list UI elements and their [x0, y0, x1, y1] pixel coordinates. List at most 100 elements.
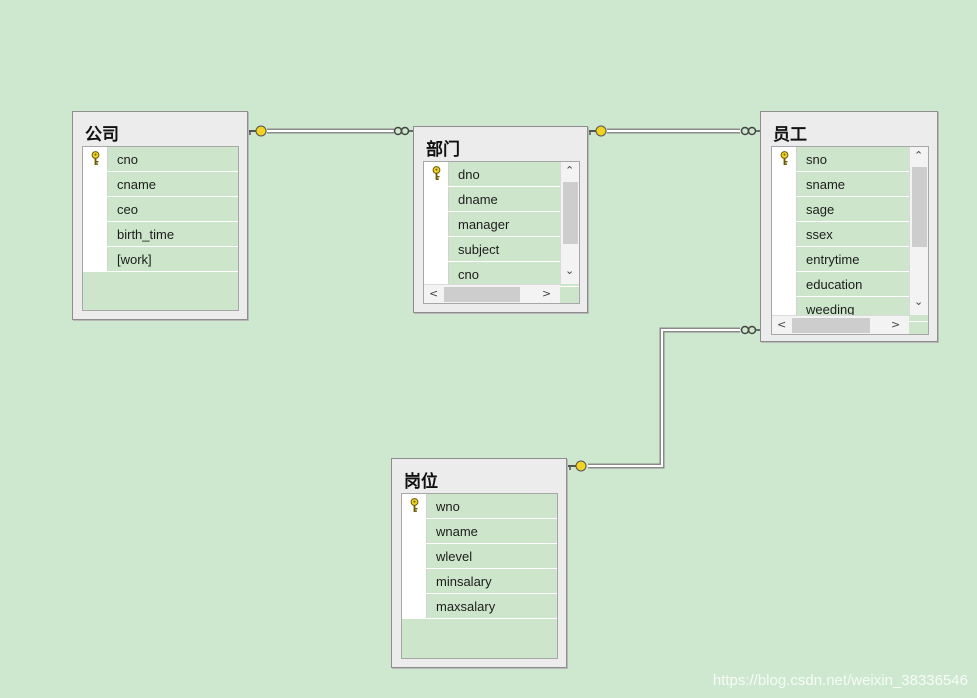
table-title: 岗位 [404, 472, 438, 492]
column-row[interactable]: subject [424, 237, 579, 262]
row-selector[interactable] [424, 162, 449, 186]
column-name: sage [806, 201, 835, 217]
scroll-left-arrow-icon[interactable]: < [777, 318, 787, 331]
relationship-position-employee[interactable] [567, 325, 760, 472]
column-name: manager [458, 216, 510, 232]
row-selector[interactable] [772, 247, 797, 271]
column-name: cno [458, 266, 479, 282]
column-row[interactable]: wname [402, 519, 557, 544]
row-selector[interactable] [83, 197, 108, 221]
row-selector[interactable] [402, 544, 427, 568]
column-row[interactable]: minsalary [402, 569, 557, 594]
column-row[interactable]: entrytime [772, 247, 928, 272]
infinity-end-icon [740, 325, 760, 335]
vertical-scrollbar[interactable]: ⌃ ⌄ [909, 147, 928, 315]
column-name: wno [436, 498, 460, 514]
row-selector[interactable] [83, 222, 108, 246]
row-selector[interactable] [402, 494, 427, 518]
column-row[interactable]: sname [772, 172, 928, 197]
horizontal-scrollbar[interactable]: < > [424, 284, 560, 303]
table-company[interactable]: 公司 cno cname ceo birth_time [work] [72, 111, 248, 320]
row-selector[interactable] [83, 147, 108, 171]
column-name: ssex [806, 226, 833, 242]
column-row[interactable]: sage [772, 197, 928, 222]
column-name: wname [436, 523, 478, 539]
table-department[interactable]: 部门 dno dname manager subject cno ⌃ ⌄ < > [413, 126, 588, 313]
table-title: 部门 [426, 140, 460, 160]
scroll-right-arrow-icon[interactable]: > [891, 318, 901, 331]
column-row[interactable]: dname [424, 187, 579, 212]
column-name: birth_time [117, 226, 175, 242]
row-selector[interactable] [83, 172, 108, 196]
column-name: cname [117, 176, 157, 192]
column-row[interactable]: birth_time [83, 222, 238, 247]
primary-key-icon [91, 151, 100, 165]
column-grid: dno dname manager subject cno ⌃ ⌄ < > [423, 161, 580, 304]
column-name: sname [806, 176, 846, 192]
row-selector[interactable] [772, 172, 797, 196]
column-row[interactable]: ssex [772, 222, 928, 247]
scroll-left-arrow-icon[interactable]: < [429, 287, 439, 300]
column-name: wlevel [436, 548, 473, 564]
scroll-right-arrow-icon[interactable]: > [542, 287, 552, 300]
column-row[interactable]: ceo [83, 197, 238, 222]
scroll-up-arrow-icon[interactable]: ⌃ [565, 164, 575, 177]
column-row[interactable]: maxsalary [402, 594, 557, 619]
column-name: weeding [806, 301, 855, 317]
scroll-up-arrow-icon[interactable]: ⌃ [914, 149, 924, 162]
key-end-icon [587, 125, 607, 137]
primary-key-icon [410, 498, 419, 512]
column-row[interactable]: [work] [83, 247, 238, 272]
column-name: ceo [117, 201, 138, 217]
column-row[interactable]: wno [402, 494, 557, 519]
column-row[interactable]: cname [83, 172, 238, 197]
column-row[interactable]: sno [772, 147, 928, 172]
row-selector[interactable] [772, 197, 797, 221]
horizontal-scrollbar[interactable]: < > [772, 315, 909, 334]
relationship-company-department[interactable] [247, 125, 413, 137]
row-selector[interactable] [424, 187, 449, 211]
row-selector[interactable] [772, 222, 797, 246]
infinity-end-icon [740, 126, 760, 136]
column-row[interactable]: wlevel [402, 544, 557, 569]
column-row[interactable]: manager [424, 212, 579, 237]
scroll-thumb[interactable] [792, 318, 870, 333]
scroll-down-arrow-icon[interactable]: ⌄ [565, 264, 575, 277]
column-name: education [806, 276, 863, 292]
scroll-down-arrow-icon[interactable]: ⌄ [914, 295, 924, 308]
row-selector[interactable] [772, 147, 797, 171]
column-name: entrytime [806, 251, 860, 267]
primary-key-icon [432, 166, 441, 180]
column-name: dname [458, 191, 498, 207]
row-selector[interactable] [424, 262, 449, 286]
column-name: maxsalary [436, 598, 496, 614]
column-row[interactable]: dno [424, 162, 579, 187]
row-selector[interactable] [402, 569, 427, 593]
column-row[interactable]: cno [83, 147, 238, 172]
infinity-end-icon [393, 126, 413, 136]
column-name: subject [458, 241, 500, 257]
scroll-thumb[interactable] [912, 167, 927, 247]
row-selector[interactable] [424, 237, 449, 261]
column-row[interactable]: education [772, 272, 928, 297]
column-grid: cno cname ceo birth_time [work] [82, 146, 239, 311]
scroll-thumb[interactable] [444, 287, 520, 302]
table-employee[interactable]: 员工 sno sname sage ssex entrytime educati… [760, 111, 938, 342]
table-title: 员工 [773, 125, 807, 145]
watermark: https://blog.csdn.net/weixin_38336546 [712, 672, 968, 689]
table-position[interactable]: 岗位 wno wname wlevel minsalary maxsalary [391, 458, 567, 668]
row-selector[interactable] [424, 212, 449, 236]
column-name: [work] [117, 251, 152, 267]
row-selector[interactable] [83, 247, 108, 271]
primary-key-icon [780, 151, 789, 165]
vertical-scrollbar[interactable]: ⌃ ⌄ [560, 162, 579, 284]
column-grid: sno sname sage ssex entrytime education … [771, 146, 929, 335]
row-selector[interactable] [772, 272, 797, 296]
row-selector[interactable] [402, 594, 427, 618]
scroll-thumb[interactable] [563, 182, 578, 244]
table-title: 公司 [85, 125, 119, 145]
relationship-department-employee[interactable] [587, 125, 760, 137]
row-selector[interactable] [402, 519, 427, 543]
